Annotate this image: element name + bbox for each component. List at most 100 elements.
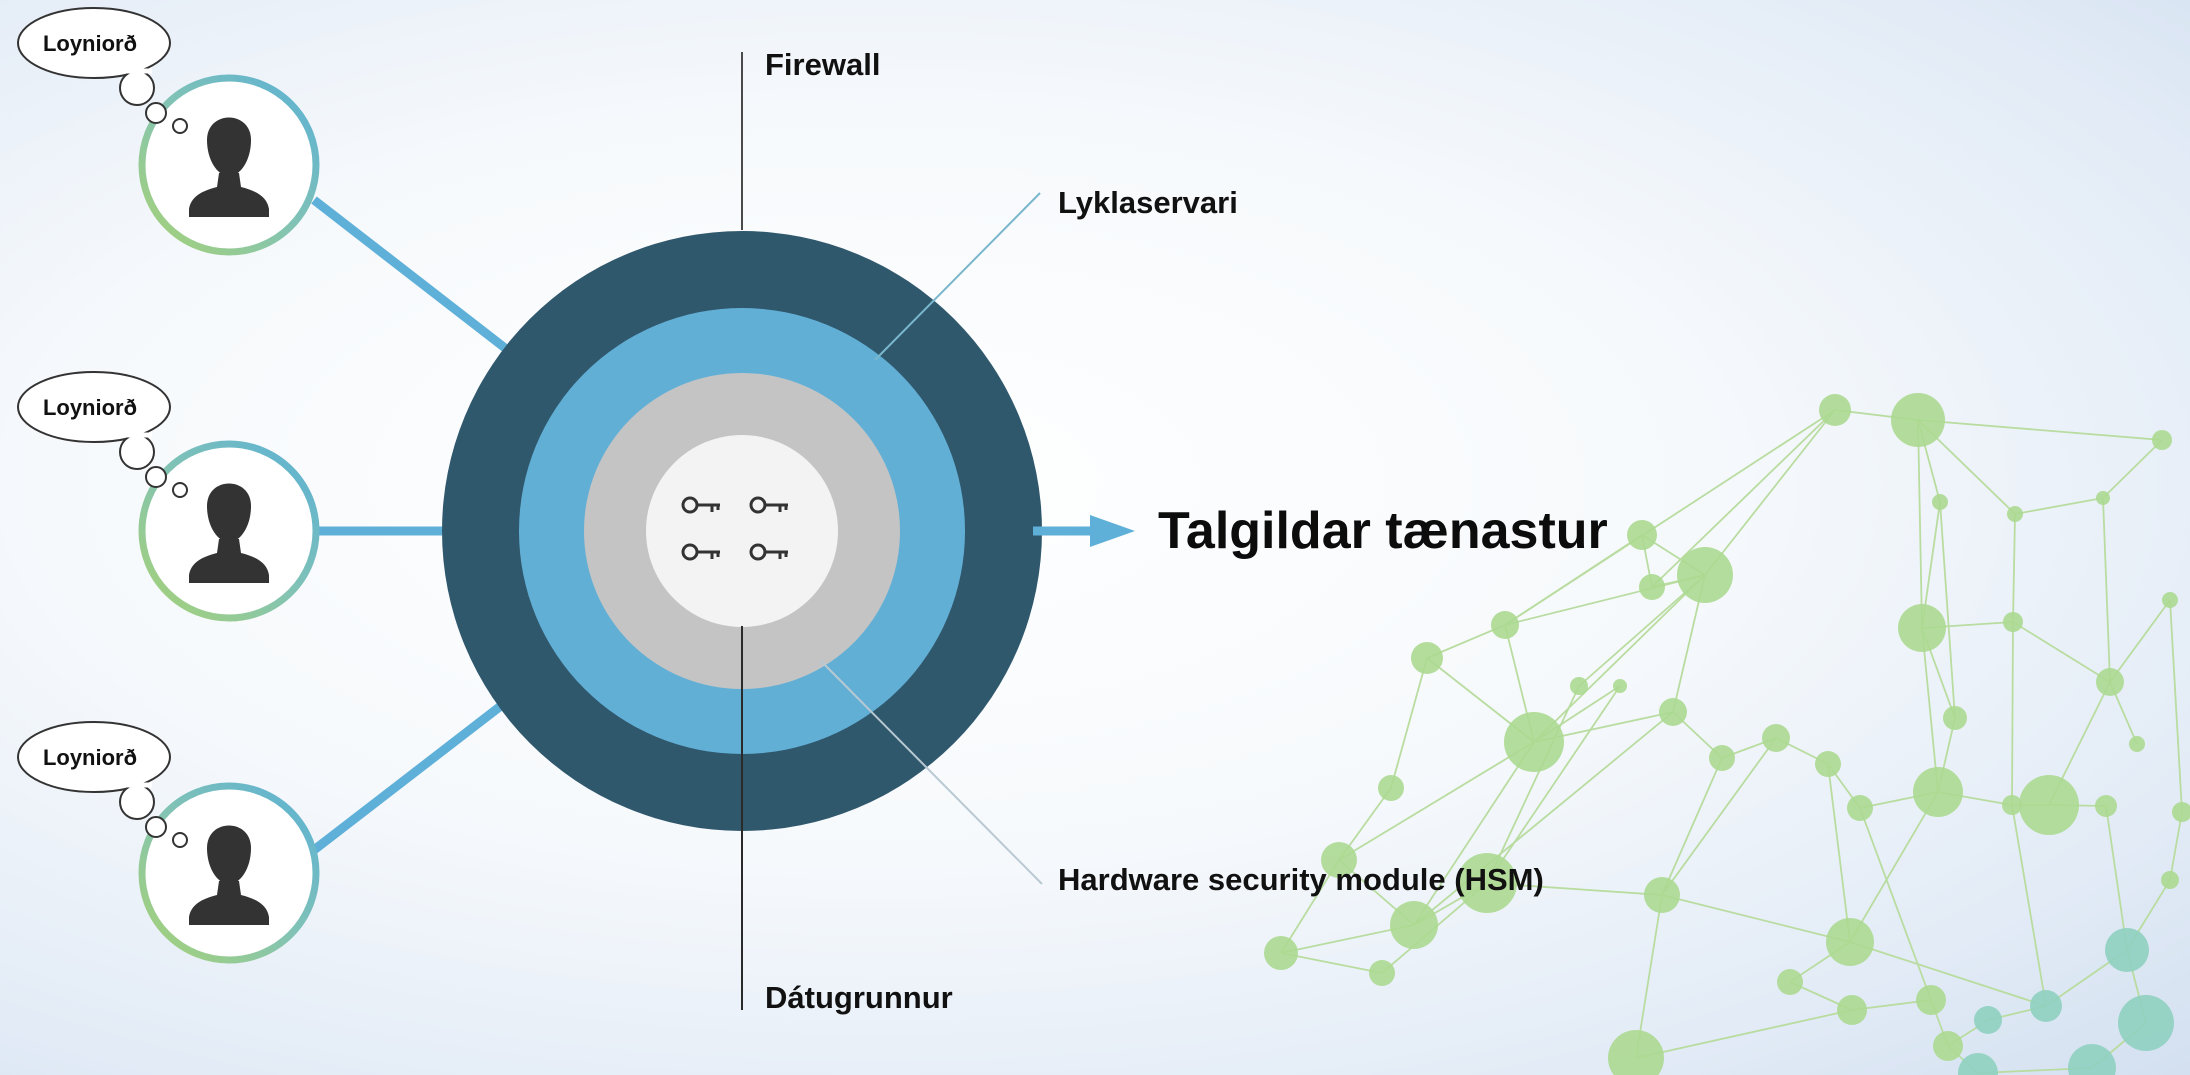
network-edge — [1486, 685, 1621, 884]
key-server-label: Lyklaservari — [1058, 185, 1238, 220]
network-node — [1504, 712, 1564, 772]
network-node — [2068, 1044, 2116, 1075]
network-edge — [1504, 574, 1706, 626]
network-node — [1411, 642, 1443, 674]
user-1: Loyniorð — [17, 7, 320, 256]
network-node — [2118, 995, 2174, 1051]
security-layers — [442, 231, 1042, 831]
network-edge — [1917, 419, 1923, 629]
database-label: Dátugrunnur — [765, 980, 953, 1015]
network-edge — [1533, 574, 1706, 743]
thought-bubble: Loyniorð — [17, 721, 188, 848]
network-node — [1898, 604, 1946, 652]
network-edge — [1827, 763, 1851, 943]
password-bubble-text: Loyniorð — [43, 745, 137, 770]
network-node — [1847, 795, 1873, 821]
thought-bubble: Loyniorð — [17, 7, 188, 134]
network-edge — [1390, 657, 1428, 789]
leader-lines — [741, 52, 1043, 1010]
thought-bubble: Loyniorð — [17, 371, 188, 498]
network-node — [1916, 985, 1946, 1015]
network-edge — [1849, 941, 2047, 1007]
network-node — [2002, 795, 2022, 815]
network-graph — [1264, 393, 2190, 1075]
network-edge — [2012, 513, 2016, 623]
network-node — [1943, 706, 1967, 730]
network-node — [2129, 736, 2145, 752]
user-3: Loyniorð — [17, 721, 320, 964]
network-node — [1891, 393, 1945, 447]
network-edge — [2014, 497, 2104, 515]
network-node — [1913, 767, 1963, 817]
network-node — [1958, 1053, 1998, 1075]
network-node — [1709, 745, 1735, 771]
network-node — [1932, 494, 1948, 510]
user-icon — [189, 825, 269, 925]
network-node — [1321, 842, 1357, 878]
network-node — [2019, 775, 2079, 835]
network-node — [2172, 802, 2190, 822]
network-node — [1815, 751, 1841, 777]
network-edge — [2011, 621, 2014, 806]
key-core — [646, 435, 838, 627]
key-icon — [749, 496, 788, 514]
network-node — [2161, 871, 2179, 889]
hsm-label: Hardware security module (HSM) — [1058, 862, 1544, 897]
network-edge — [2012, 621, 2111, 683]
network-edge — [1413, 711, 1674, 926]
network-edge — [1486, 685, 1580, 884]
key-server-leader — [874, 192, 1041, 361]
network-node — [1627, 520, 1657, 550]
network-node — [1457, 853, 1517, 913]
network-node — [1677, 547, 1733, 603]
network-edge — [1917, 419, 2163, 441]
connector-line-1 — [311, 196, 508, 352]
network-node — [2152, 430, 2172, 450]
network-edge — [1939, 501, 1956, 719]
network-node — [1933, 1031, 1963, 1061]
user-icon — [189, 117, 269, 217]
user-connectors — [311, 196, 508, 854]
network-node — [1837, 995, 1867, 1025]
key-icon — [681, 543, 720, 561]
digital-services-label: Talgildar tænastur — [1158, 502, 1608, 560]
network-node — [1570, 677, 1588, 695]
network-edge — [1280, 952, 1383, 974]
network-node — [2162, 592, 2178, 608]
network-edge — [1849, 791, 1939, 943]
user-icon — [189, 483, 269, 583]
network-edge — [1651, 409, 1836, 588]
connector-line-3 — [311, 701, 505, 854]
network-edge — [1661, 757, 1723, 896]
network-edge — [2105, 805, 2128, 951]
key-icon — [749, 543, 788, 561]
network-node — [2105, 928, 2149, 972]
network-node — [1378, 775, 1404, 801]
network-edge — [2102, 439, 2163, 499]
network-edge — [1921, 627, 1939, 793]
network-edge — [2102, 497, 2111, 683]
network-edge — [1413, 741, 1535, 926]
network-node — [1608, 1030, 1664, 1075]
network-edge — [2169, 811, 2183, 881]
network-node — [1369, 960, 1395, 986]
network-edge — [1704, 409, 1836, 576]
network-edge — [1859, 807, 1932, 1001]
network-node — [1644, 877, 1680, 913]
network-node — [1659, 698, 1687, 726]
network-node — [1974, 1006, 2002, 1034]
network-edge — [1661, 737, 1777, 896]
network-edge — [2011, 804, 2047, 1007]
network-node — [2095, 795, 2117, 817]
network-node — [2096, 668, 2124, 696]
user-2: Loyniorð — [17, 371, 320, 622]
network-node — [1390, 901, 1438, 949]
network-edge — [1280, 859, 1340, 954]
password-bubble-text: Loyniorð — [43, 31, 137, 56]
network-edge — [1504, 409, 1836, 626]
keys — [681, 496, 788, 561]
hsm-leader — [819, 659, 1043, 885]
network-node — [1819, 394, 1851, 426]
network-node — [2030, 990, 2062, 1022]
network-edge — [1338, 741, 1535, 861]
